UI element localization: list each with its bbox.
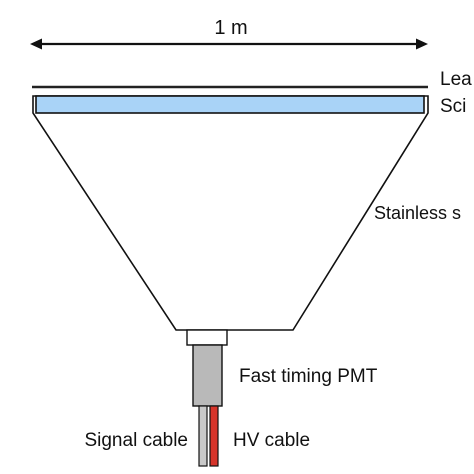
dimension-label: 1 m: [214, 17, 247, 39]
hv-cable: [209, 405, 219, 467]
lead-label: Lea: [440, 69, 472, 90]
signal-cable-label: Signal cable: [84, 430, 188, 451]
signal-cable: [198, 405, 208, 467]
scintillator-slab: [35, 95, 425, 114]
stainless-steel-label: Stainless s: [374, 203, 461, 223]
dimension-arrow-right-head: [416, 38, 428, 50]
stainless-steel-funnel: [32, 95, 429, 331]
pmt-flange: [186, 329, 228, 346]
pmt-label: Fast timing PMT: [239, 366, 378, 387]
dimension-arrow-left-head: [30, 38, 42, 50]
pmt-body: [192, 344, 223, 407]
scintillator-label: Sci: [440, 96, 466, 117]
hv-cable-label: HV cable: [233, 430, 310, 451]
